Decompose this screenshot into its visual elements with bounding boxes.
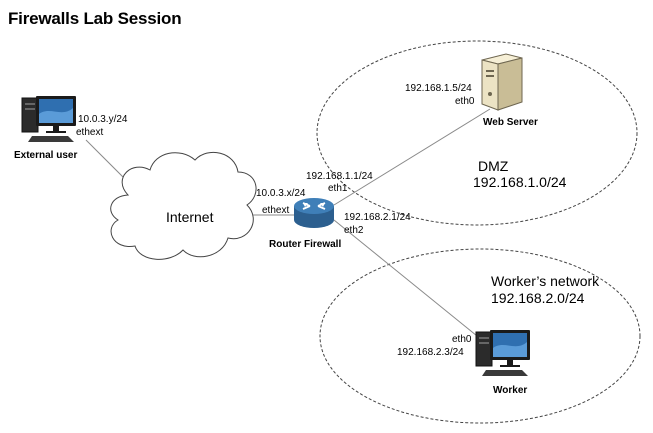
desktop-computer-icon (475, 330, 530, 376)
external-user-name: External user (14, 150, 78, 161)
dmz-zone (316, 40, 638, 226)
server-icon (481, 53, 523, 111)
router-ext-ip: 10.0.3.x/24 (256, 188, 306, 199)
dmz-subnet: 192.168.1.0/24 (473, 174, 567, 190)
desktop-computer-icon (21, 96, 76, 142)
webserver-name: Web Server (483, 117, 538, 128)
webserver-ip: 192.168.1.5/24 (405, 83, 472, 94)
internet-cloud-icon (110, 151, 257, 260)
router-dmz-ip: 192.168.1.1/24 (306, 171, 373, 182)
dmz-name: DMZ (478, 158, 509, 174)
worker-iface: eth0 (452, 334, 472, 345)
link-router-worker (333, 219, 483, 341)
router-worker-iface: eth2 (344, 225, 364, 236)
worker-name: Worker (493, 385, 528, 396)
external-user-iface: ethext (76, 127, 104, 138)
webserver-iface: eth0 (455, 96, 475, 107)
workers-net-name: Worker’s network (491, 273, 600, 289)
workers-zone (319, 248, 641, 424)
workers-net-subnet: 192.168.2.0/24 (491, 290, 585, 306)
link-router-webserver (333, 108, 491, 206)
external-user-ip: 10.0.3.y/24 (78, 114, 128, 125)
internet-label: Internet (166, 209, 214, 225)
router-name: Router Firewall (269, 239, 342, 250)
router-worker-ip: 192.168.2.1/24 (344, 212, 411, 223)
worker-ip: 192.168.2.3/24 (397, 347, 464, 358)
router-ext-iface: ethext (262, 205, 290, 216)
router-dmz-iface: eth1 (328, 183, 348, 194)
router-icon (294, 198, 334, 228)
page-title: Firewalls Lab Session (8, 9, 182, 28)
